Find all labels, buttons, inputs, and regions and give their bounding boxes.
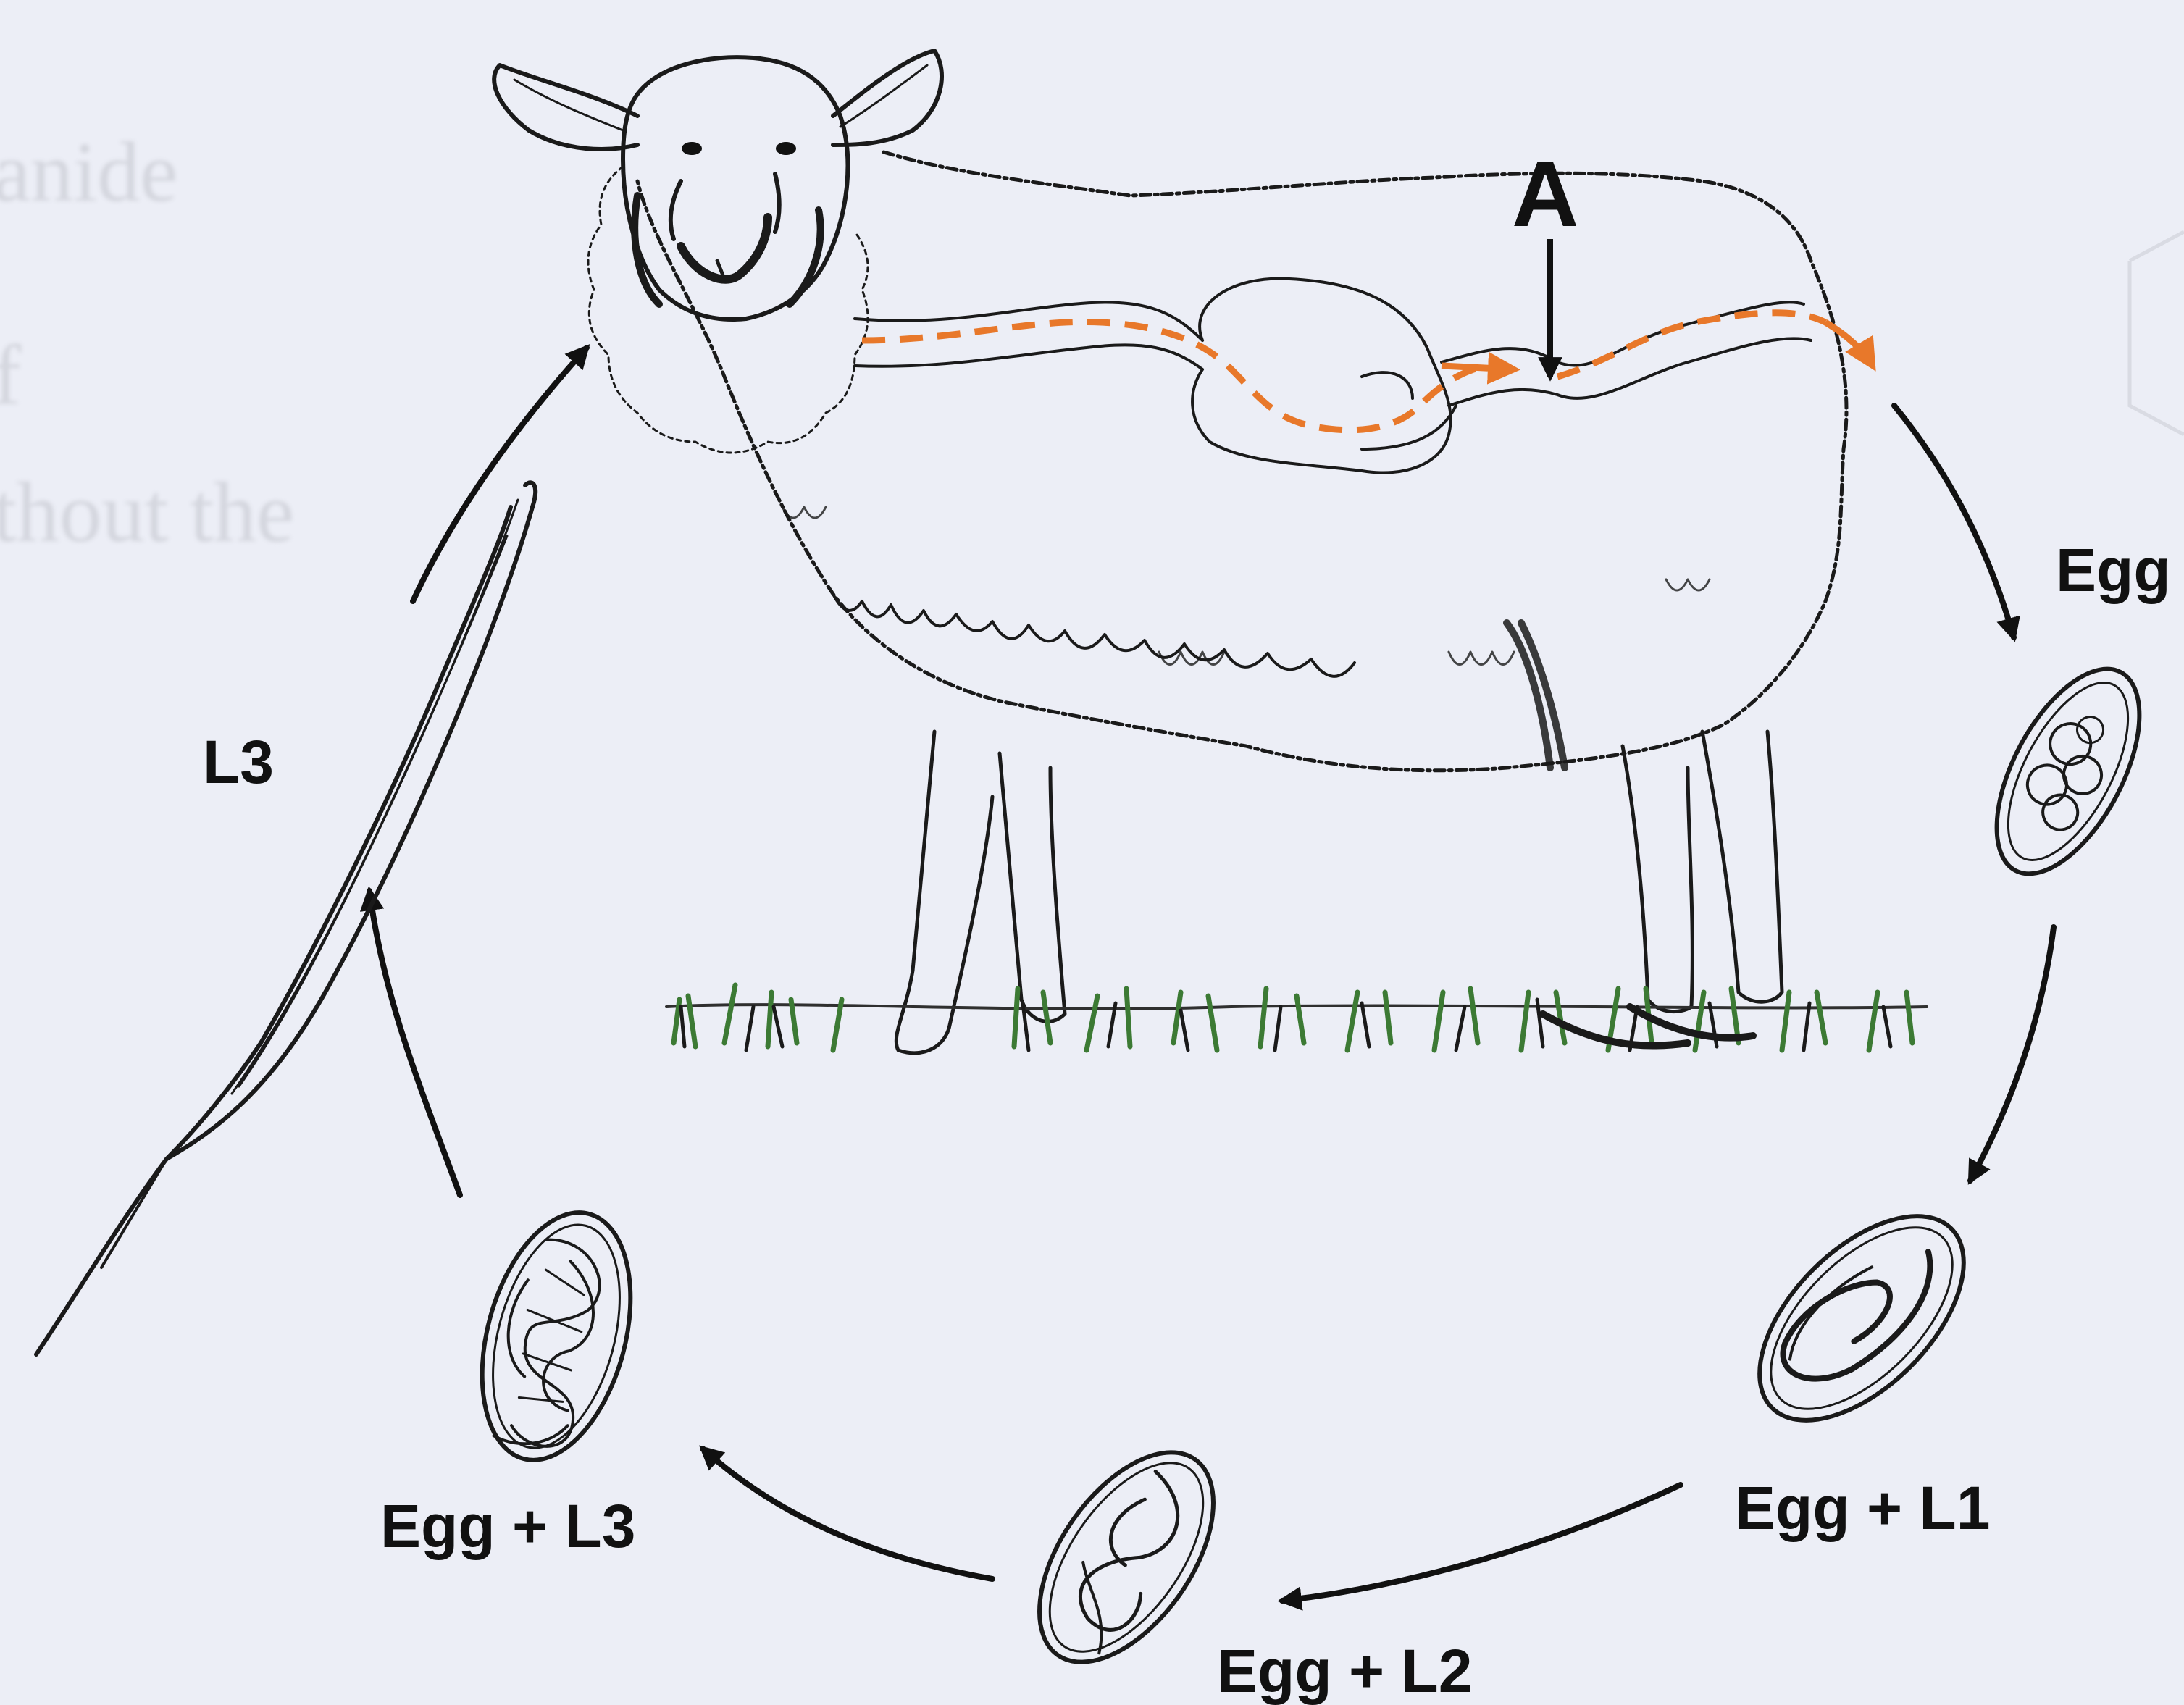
- arrow-egg-l2-to-egg-l3-icon: [703, 1449, 992, 1579]
- arrow-egg-to-egg-l1-icon: [1970, 927, 2054, 1181]
- grass-icon: [666, 985, 1927, 1050]
- migration-route-arrow-1: [1442, 366, 1514, 369]
- digestive-tract: [855, 279, 1811, 473]
- arrow-sheep-to-egg-icon: [1894, 406, 2014, 637]
- label-egg-l3: Egg + L3: [380, 1496, 635, 1557]
- migration-route-arrow-2: [1825, 322, 1873, 366]
- arrow-egg-l1-to-egg-l2-icon: [1282, 1485, 1681, 1601]
- arrow-l3-to-sheep-icon: [413, 348, 587, 601]
- egg-l1-icon: [1723, 1180, 2000, 1457]
- sheep-icon: [494, 51, 1846, 1053]
- arrow-egg-l3-to-l3-icon: [369, 891, 460, 1195]
- egg-icon: [1967, 647, 2169, 896]
- migration-route: [862, 322, 1507, 430]
- label-egg: Egg: [2056, 540, 2171, 600]
- label-egg-l2: Egg + L2: [1217, 1641, 1472, 1701]
- label-egg-l1: Egg + L1: [1735, 1478, 1990, 1538]
- background-hexagon-fragment: [2130, 232, 2184, 435]
- label-l3: L3: [203, 732, 274, 792]
- egg-l2-icon: [1005, 1422, 1249, 1693]
- l3-larva-icon: [36, 482, 535, 1354]
- label-a: A: [1512, 148, 1578, 241]
- egg-l3-icon: [457, 1196, 656, 1476]
